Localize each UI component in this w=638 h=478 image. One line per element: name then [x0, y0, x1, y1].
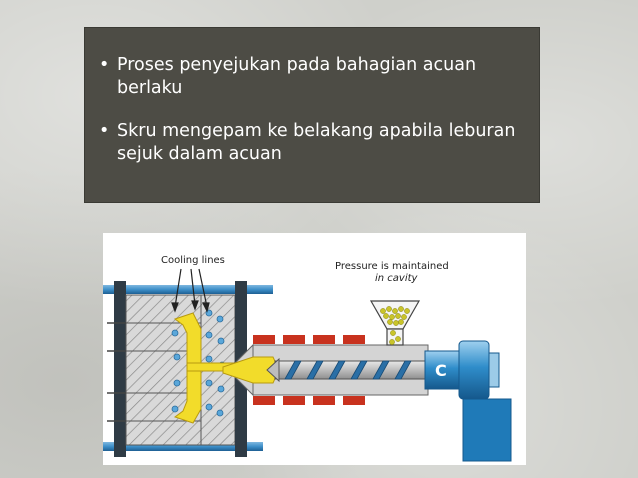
screw: [266, 357, 426, 383]
cooling-lines-label: Cooling lines: [161, 255, 225, 266]
left-platen: [114, 281, 126, 457]
rotation-icon: C: [435, 361, 447, 380]
bullet-item: • Proses penyejukan pada bahagian acuan …: [99, 54, 523, 100]
cooling-channels: [171, 309, 226, 417]
hopper: [369, 300, 421, 346]
bullet-item: • Skru mengepam ke belakang apabila lebu…: [99, 120, 523, 166]
text-box: • Proses penyejukan pada bahagian acuan …: [84, 27, 540, 203]
pressure-label-line1: Pressure is maintained: [335, 261, 449, 272]
cooling-arrows: [171, 268, 210, 313]
drive-unit: [424, 340, 512, 462]
injection-molding-diagram: Cooling lines: [103, 233, 526, 465]
bullet-text: Skru mengepam ke belakang apabila lebura…: [117, 121, 516, 164]
heater-bands: [253, 335, 365, 405]
pressure-label-line2: in cavity: [375, 273, 419, 284]
bullet-symbol: •: [99, 55, 110, 75]
bullet-text: Proses penyejukan pada bahagian acuan be…: [117, 55, 477, 98]
bullet-symbol: •: [99, 121, 110, 141]
tie-bars: [103, 285, 273, 451]
